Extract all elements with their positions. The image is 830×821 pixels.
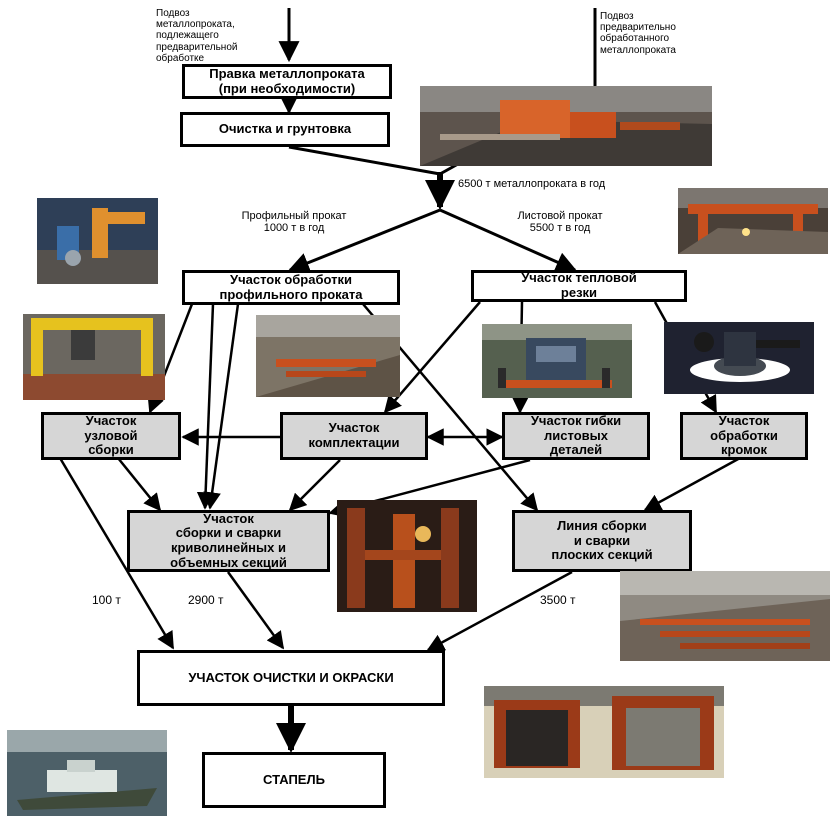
input-unprocessed-note: Подвоз металлопроката, подлежащего предв… <box>156 8 238 64</box>
edge-processing-box: Участок обработки кромок <box>680 412 808 460</box>
cleaning-priming-box: Очистка и грунтовка <box>180 112 390 147</box>
profile-shop-photo <box>256 315 400 397</box>
arrow-hub-to-profile <box>288 208 441 273</box>
edge-grinder-photo <box>664 322 814 394</box>
flow-100t-label: 100 т <box>92 593 121 607</box>
arrow-profile-to-curved-2 <box>203 303 240 510</box>
flow-total-label: 6500 т металлопроката в год <box>458 178 606 190</box>
sheet-bending-box: Участок гибки листовых деталей <box>502 412 650 460</box>
line-clean-to-hub <box>288 145 441 176</box>
arrow-node-to-painting <box>58 457 175 650</box>
thermal-cutting-box: Участок тепловой резки <box>471 270 687 302</box>
flow-profile-label: Профильный прокат 1000 т в год <box>241 210 347 235</box>
paint-booth-photo <box>484 686 724 778</box>
bending-press-photo <box>482 324 632 398</box>
arrow-node-to-curved <box>117 457 162 512</box>
arrow-kitting-to-curved <box>288 459 341 512</box>
arrow-curved-to-painting <box>226 571 285 650</box>
flow-sheet-label: Листовой прокат 5500 т в год <box>517 210 603 235</box>
arrow-profile-to-curved-1 <box>196 303 215 510</box>
arrow-hub-to-cutting <box>439 208 577 272</box>
profile-processing-box: Участок обработки профильного проката <box>182 270 400 305</box>
ship-on-slipway-photo <box>7 730 167 816</box>
flat-sections-line-box: Линия сборки и сварки плоских секций <box>512 510 692 572</box>
curved-sections-box: Участок сборки и сварки криволинейных и … <box>127 510 330 572</box>
gantry-machine-photo <box>23 314 165 400</box>
cutting-machine-photo <box>678 188 828 254</box>
flow-3500t-label: 3500 т <box>540 593 576 607</box>
input-preprocessed-note: Подвоз предварительно обработанного мета… <box>600 11 676 56</box>
cleaning-painting-box: УЧАСТОК ОЧИСТКИ И ОКРАСКИ <box>137 650 445 706</box>
slipway-box: СТАПЕЛЬ <box>202 752 386 808</box>
flat-section-line-photo <box>620 571 830 661</box>
arrow-edges-to-flat <box>643 456 741 512</box>
flow-2900t-label: 2900 т <box>188 593 224 607</box>
arrow-cut-to-kitting <box>383 301 481 414</box>
welding-robot-photo <box>37 198 158 284</box>
section-welding-photo <box>337 500 477 612</box>
arrow-flat-to-painting <box>426 570 573 652</box>
straightening-machine-photo <box>420 86 712 166</box>
straightening-box: Правка металлопроката (при необходимости… <box>182 64 392 99</box>
kitting-box: Участок комплектации <box>280 412 428 460</box>
node-assembly-box: Участок узловой сборки <box>41 412 181 460</box>
